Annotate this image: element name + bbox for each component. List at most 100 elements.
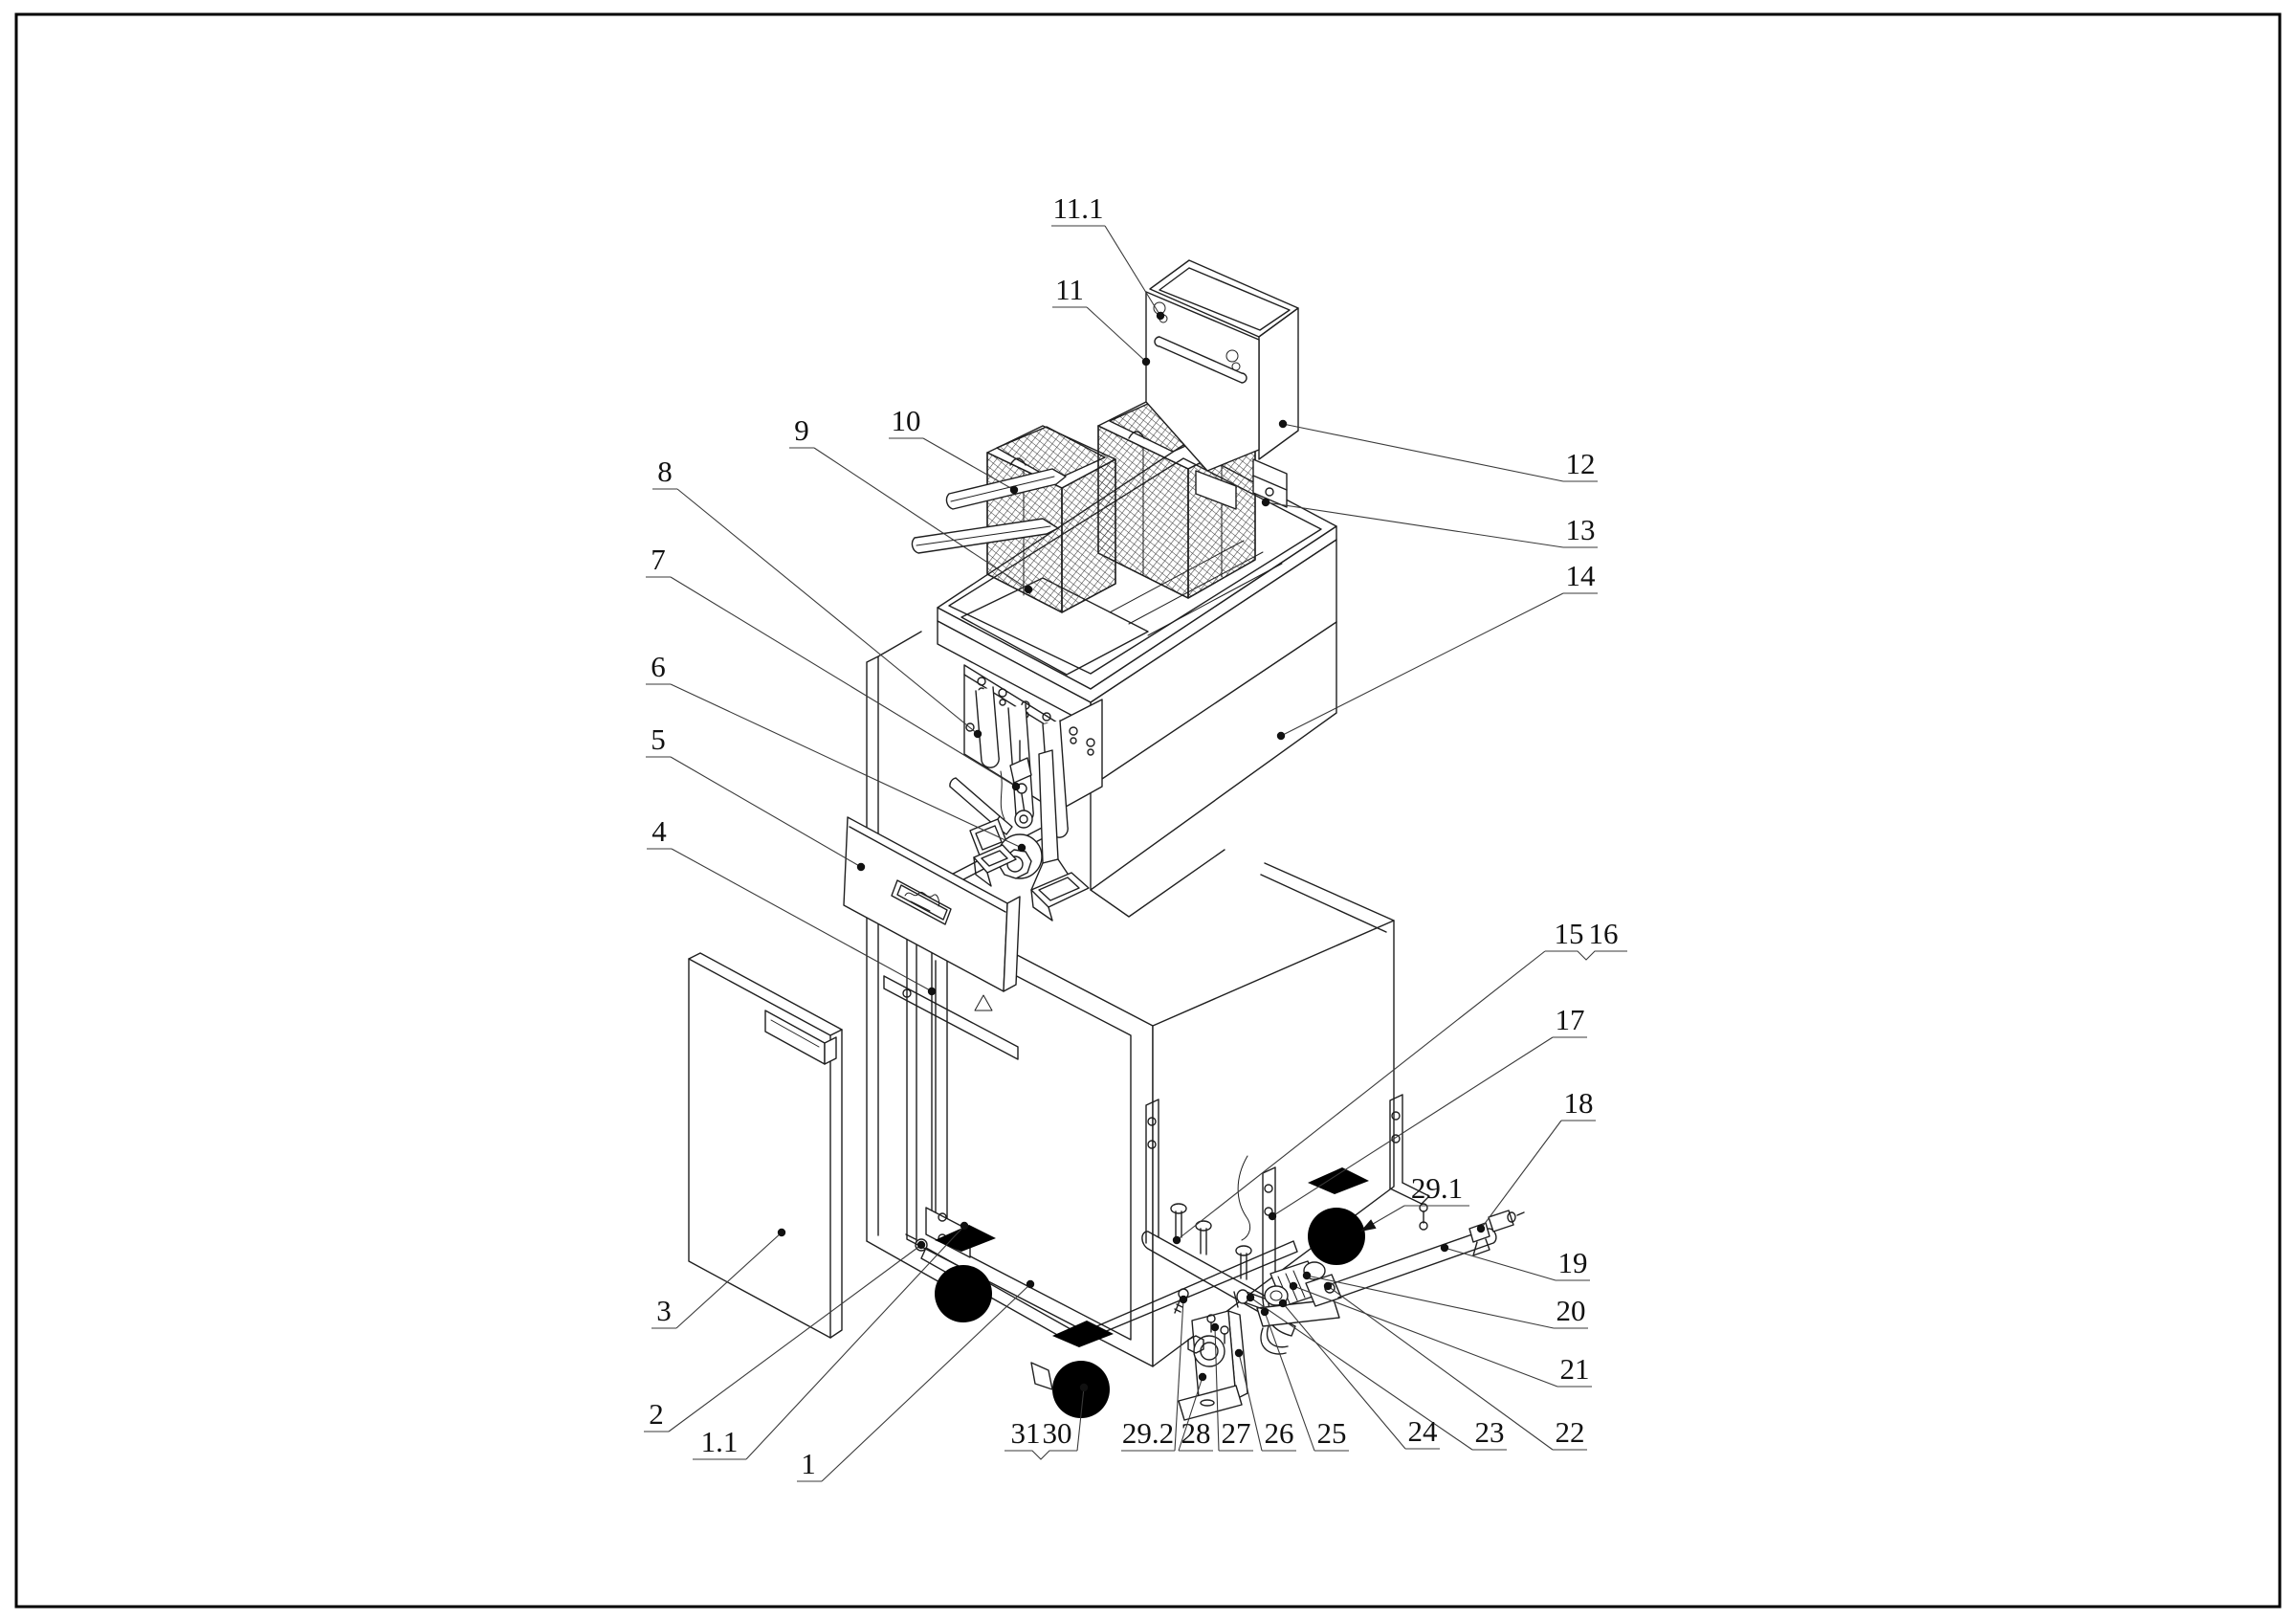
part-callout-1: 1 [797,1279,1035,1482]
part-callout-24: 24 [1278,1299,1440,1450]
leader-line [745,1225,965,1460]
part-callout-8: 8 [652,455,982,739]
part-callout-7: 7 [646,543,1021,791]
part-number: 20 [1556,1294,1586,1327]
leader-line [676,488,979,735]
door-handle [764,1010,837,1065]
leader-dot [1323,1281,1333,1291]
part-number: 11.1 [1052,191,1103,225]
leader-line [1178,1376,1203,1452]
drain-pipe [1333,1228,1497,1299]
part-callout-21: 21 [1289,1281,1592,1388]
leader-dot [1017,843,1027,853]
brand-nameplate [891,879,952,925]
part-callout-26: 26 [1234,1348,1296,1452]
leader-line [1265,501,1564,548]
hanger-slot [1154,336,1247,384]
leader-line [1282,1302,1406,1450]
leader-dot [1179,1295,1188,1304]
part-callout-12: 12 [1278,419,1598,482]
part-callout-14: 14 [1276,559,1598,741]
leader-line [1174,1299,1184,1452]
support-tube [1141,1231,1269,1315]
basket-handle-upper [945,468,1067,510]
part-number: 1 [801,1447,816,1480]
carriage-bolts [1170,1203,1252,1280]
part-number: 15 [1555,917,1584,950]
part-number: 6 [651,650,666,683]
part-number: 28 [1181,1416,1211,1450]
leader-arrowhead [1360,1219,1377,1232]
leader-line [922,437,1015,491]
part-number: 17 [1556,1003,1585,1036]
leader-line [1280,592,1564,737]
leader-dot [1172,1235,1181,1245]
part-number: 11 [1055,273,1084,306]
leader-dot [1260,1307,1269,1317]
part-callout-1.1: 1.1 [693,1221,969,1460]
leader-dot [1141,357,1151,366]
part-number: 12 [1566,447,1596,480]
leader-line [1480,1120,1562,1230]
door-panel [688,952,843,1339]
leader-dot [1156,311,1165,321]
leader-dot [1476,1224,1486,1233]
caster-right [1308,1167,1369,1265]
part-callout-29.1: 29.1 [1360,1171,1469,1232]
part-callout-17: 17 [1268,1003,1587,1221]
part-callout-25: 25 [1260,1307,1349,1452]
leveling-bolt [915,1238,928,1252]
pot-right-face [1090,539,1337,891]
caster-brake [1030,1362,1053,1390]
part-number: 26 [1265,1416,1294,1450]
pump-mount-bracket [1178,1310,1248,1421]
leader-dot [1246,1293,1255,1302]
part-callout-27: 27 [1210,1322,1253,1452]
sheet-border [14,12,2282,1609]
label-underline [1545,950,1627,961]
part-number: 8 [657,455,673,488]
leader-dot [1210,1322,1220,1332]
part-callout-28: 28 [1178,1372,1213,1452]
leader-line [1238,1352,1263,1452]
part-number: 31 [1011,1416,1041,1450]
part-callout-11: 11 [1052,273,1151,366]
basket-handle-lower [911,518,1059,554]
leader-line [1271,1036,1554,1217]
support-brackets [1141,1094,1430,1337]
leader-line [670,756,862,868]
valve-stem-wheel [1014,810,1033,829]
control-panel [843,816,1021,992]
drain-pipe-assembly [1333,1210,1525,1299]
flat-bracket-left [1145,1099,1159,1244]
part-number: 30 [1043,1416,1072,1450]
leader-line [1249,1297,1473,1451]
leader-line [1176,950,1546,1241]
part-number: 24 [1408,1414,1439,1448]
leader-dot [916,1240,926,1250]
part-callout-3: 3 [651,1228,786,1329]
part-callout-6: 6 [646,650,1027,853]
leader-line [675,1232,783,1329]
leader-dot [973,729,982,739]
leader-line [1282,423,1564,482]
leader-dot [777,1228,786,1237]
part-callout-4: 4 [647,814,937,996]
basket-left [986,425,1116,613]
leader-line [1086,306,1147,363]
hanger-chute [1195,470,1237,510]
part-number: 27 [1222,1416,1251,1450]
part-number: 25 [1317,1416,1347,1450]
leader-line [670,683,1023,849]
basket-hanger-assembly [1145,259,1299,510]
cabinet-right-face [1152,920,1395,1367]
part-number: 14 [1566,559,1597,592]
leader-dot [1261,498,1270,507]
duct-foot-left [973,844,1017,874]
burner-manifold [963,664,1103,838]
part-callout-9: 9 [789,413,1033,594]
